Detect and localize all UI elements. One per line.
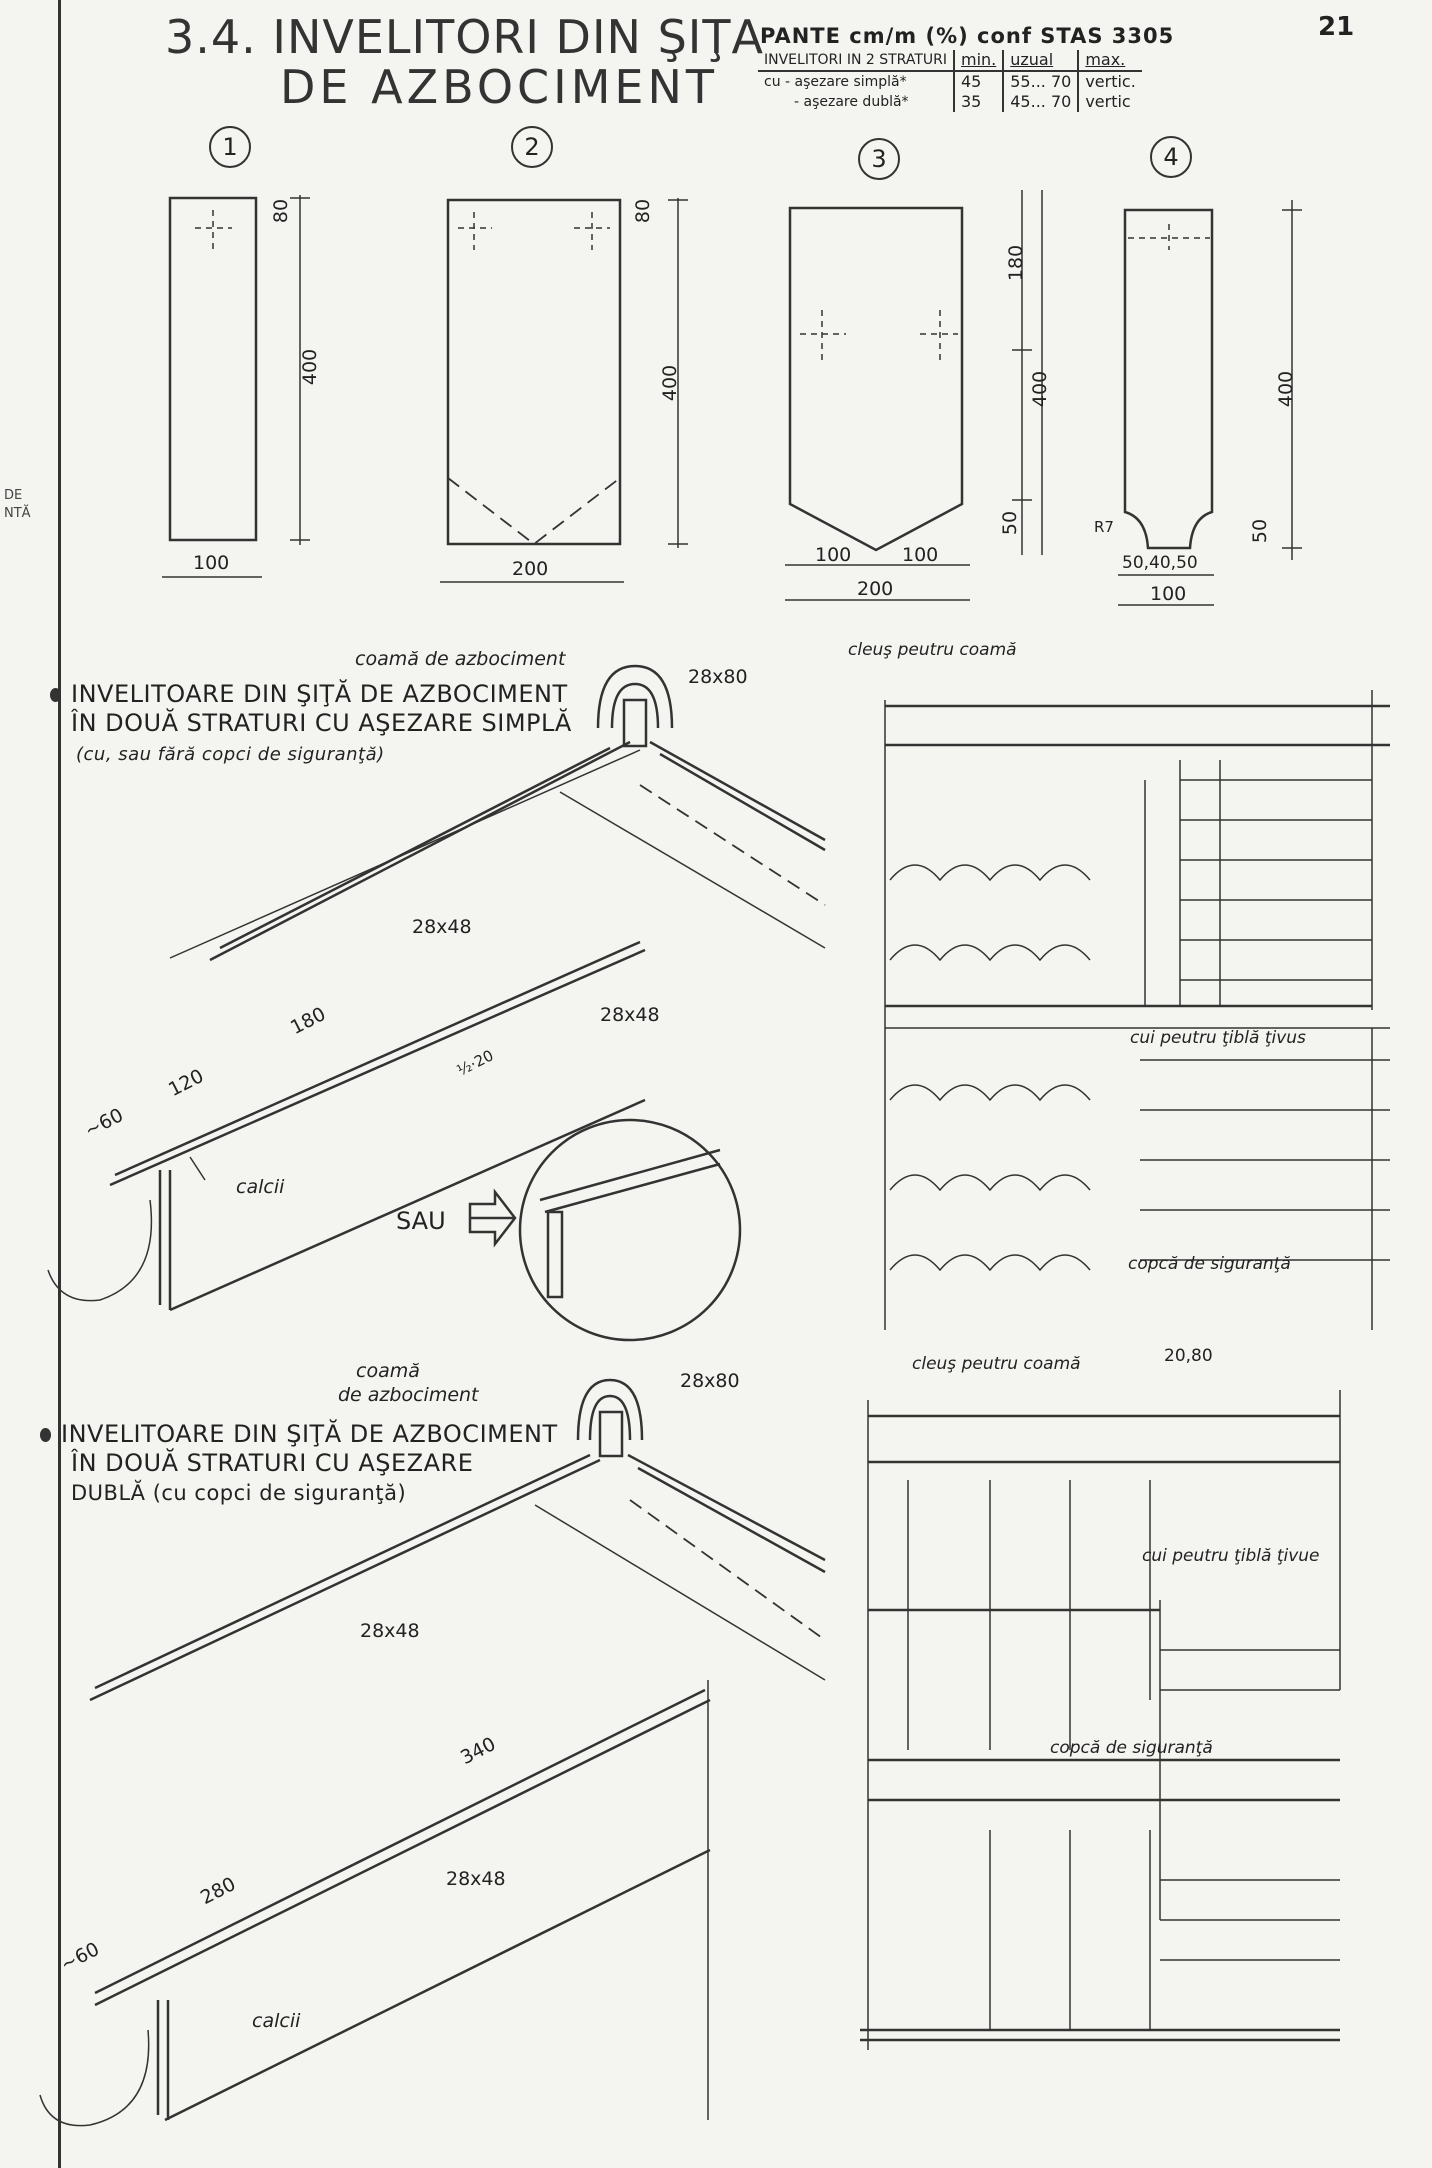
tile-1-height: 400 bbox=[299, 348, 322, 386]
slope-row-min: 45 bbox=[952, 71, 1004, 92]
section2-nail-ridge: cleuş peutru coamă bbox=[912, 1354, 1081, 1374]
section1-plan bbox=[884, 690, 1390, 1330]
slope-table-row-head: INVELITORI IN 2 STRATURI bbox=[758, 50, 954, 72]
section2-title: INVELITOARE DIN ŞIŢĂ DE AZBOCIMENT ÎN DO… bbox=[40, 1420, 558, 1508]
page-number: 21 bbox=[1318, 12, 1355, 42]
section2-roof bbox=[39, 1378, 826, 2127]
slope-row-label: - aşezare dublă* bbox=[794, 94, 909, 110]
section1-line2: ÎN DOUĂ STRATURI CU AŞEZARE SIMPLĂ bbox=[71, 709, 572, 737]
sheet-title: 3.4. INVELITORI DIN ŞIŢA DE AZBOCIMENT bbox=[165, 12, 764, 112]
slope-col-usual: uzual bbox=[1002, 50, 1079, 72]
slope-row-min: 35 bbox=[952, 92, 1004, 112]
slope-table-heading: PANTE cm/m (%) conf STAS 3305 bbox=[760, 24, 1175, 48]
tile-4-split: 50,40,50 bbox=[1122, 553, 1198, 573]
tile-4-height: 400 bbox=[1275, 370, 1298, 408]
slope-col-min: min. bbox=[952, 50, 1004, 72]
slope-table: INVELITORI IN 2 STRATURI min. uzual max.… bbox=[758, 50, 1142, 112]
section1-ridge-label: coamă de azbociment bbox=[355, 648, 566, 670]
tile-2-outline bbox=[440, 198, 688, 583]
tile-3-top: 180 bbox=[1005, 244, 1028, 282]
tile-4-outline bbox=[1118, 200, 1302, 606]
tile-2-height: 400 bbox=[659, 364, 682, 402]
tile-2-hole-offset: 80 bbox=[632, 198, 655, 224]
bullet-icon bbox=[50, 688, 61, 702]
section2-safety-clip: copcă de siguranţă bbox=[1050, 1738, 1213, 1758]
tile-3-point: 50 bbox=[999, 510, 1022, 536]
tile-3-outline bbox=[785, 190, 1043, 601]
section1-safety-clip: copcă de siguranţă bbox=[1128, 1254, 1291, 1274]
tile-2-number: 2 bbox=[511, 126, 553, 168]
section2-lath-dim-2: 28x48 bbox=[446, 1868, 506, 1890]
binding-margin bbox=[0, 0, 61, 2168]
section2-ridge-dim: 28x80 bbox=[680, 1370, 740, 1392]
section2-plan bbox=[860, 1390, 1341, 2050]
tile-4-radius: R7 bbox=[1094, 518, 1114, 536]
tile-3-half-left: 100 bbox=[815, 544, 852, 566]
section1-calcii: calcii bbox=[236, 1176, 285, 1198]
section1-nail-ridge: cleuş peutru coamă bbox=[848, 640, 1017, 660]
tile-1-hole-offset: 80 bbox=[270, 198, 293, 224]
slope-row-max: vertic. bbox=[1077, 71, 1142, 92]
section1-ridge-dim: 28x80 bbox=[688, 666, 748, 688]
tile-4-width: 100 bbox=[1150, 583, 1187, 605]
section1-roof bbox=[47, 664, 826, 1312]
tile-1-outline bbox=[162, 195, 310, 578]
section1-lath-dim-2: 28x48 bbox=[600, 1004, 660, 1026]
section2-line2: ÎN DOUĂ STRATURI CU AŞEZARE bbox=[71, 1449, 474, 1477]
slope-row-label: cu - aşezare simplă* bbox=[764, 74, 907, 90]
tile-3-height: 400 bbox=[1029, 370, 1052, 408]
section1-nail-sheet: cui peutru ţiblă ţivus bbox=[1130, 1028, 1306, 1048]
tile-4-point: 50 bbox=[1249, 518, 1272, 544]
slope-table-row: cu - aşezare simplă* 45 55... 70 vertic. bbox=[758, 71, 1142, 92]
tile-3-number: 3 bbox=[858, 138, 900, 180]
section2-ridge-label-1: coamă bbox=[356, 1360, 420, 1382]
section1-title: INVELITOARE DIN ŞIŢĂ DE AZBOCIMENT ÎN DO… bbox=[50, 680, 572, 769]
slope-row-max: vertic bbox=[1077, 92, 1142, 112]
tile-4-number: 4 bbox=[1150, 136, 1192, 178]
title-line-2: DE AZBOCIMENT bbox=[280, 60, 718, 114]
tile-1-width: 100 bbox=[193, 552, 230, 574]
tile-3-width: 200 bbox=[857, 578, 894, 600]
slope-row-usual: 45... 70 bbox=[1002, 92, 1079, 112]
tile-2-width: 200 bbox=[512, 558, 549, 580]
slope-row-usual: 55... 70 bbox=[1002, 71, 1079, 92]
bullet-icon bbox=[40, 1428, 51, 1442]
section1-sau: SAU bbox=[396, 1207, 446, 1235]
title-line-1: 3.4. INVELITORI DIN ŞIŢA bbox=[165, 10, 764, 64]
section2-ridge-dim-small: 20,80 bbox=[1164, 1346, 1213, 1366]
slope-col-max: max. bbox=[1077, 50, 1142, 72]
section1-lath-dim-1: 28x48 bbox=[412, 916, 472, 938]
section1-line3: (cu, sau fără copci de siguranţă) bbox=[76, 744, 385, 765]
edge-fragment: NTĂ bbox=[4, 506, 31, 521]
slope-table-row: - aşezare dublă* 35 45... 70 vertic bbox=[758, 92, 1142, 112]
tile-3-half-right: 100 bbox=[902, 544, 939, 566]
detail-circle bbox=[468, 1118, 742, 1342]
section1-line1: INVELITOARE DIN ŞIŢĂ DE AZBOCIMENT bbox=[71, 680, 568, 708]
slope-table-header-row: INVELITORI IN 2 STRATURI min. uzual max. bbox=[758, 50, 1142, 72]
section2-calcii: calcii bbox=[252, 2010, 301, 2032]
tile-1-number: 1 bbox=[209, 126, 251, 168]
section2-ridge-label-2: de azbociment bbox=[338, 1384, 479, 1406]
section2-nail-sheet: cui peutru ţiblă ţivue bbox=[1142, 1546, 1320, 1566]
edge-fragment: DE bbox=[4, 488, 23, 503]
section2-line3: DUBLĂ (cu copci de siguranţă) bbox=[71, 1481, 407, 1505]
section2-line1: INVELITOARE DIN ŞIŢĂ DE AZBOCIMENT bbox=[61, 1420, 558, 1448]
section2-lath-dim-1: 28x48 bbox=[360, 1620, 420, 1642]
